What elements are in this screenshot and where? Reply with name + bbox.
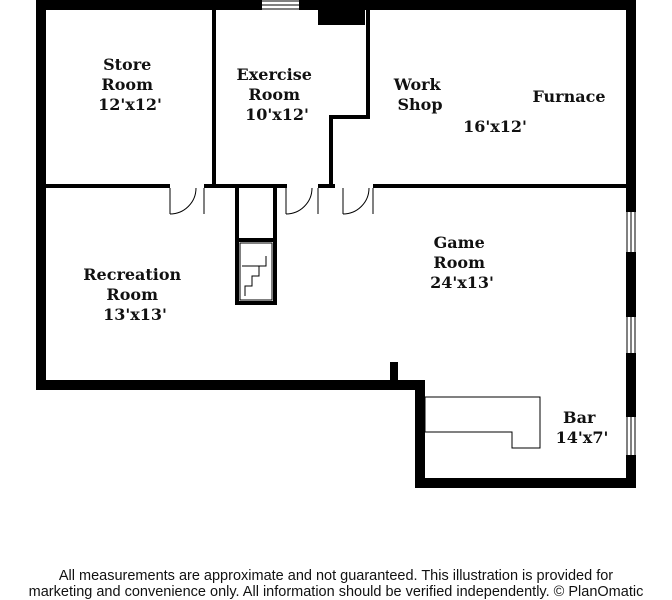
stairs — [239, 242, 273, 301]
interior-walls — [39, 6, 633, 305]
workshop-label: Work Shop — [393, 75, 446, 114]
disclaimer: All measurements are approximate and not… — [0, 568, 672, 600]
disclaimer-line-1: All measurements are approximate and not… — [58, 568, 614, 584]
recreation-room-label: Recreation Room 13'x13' — [83, 265, 187, 324]
top-window — [256, 0, 305, 10]
disclaimer-line-2: marketing and convenience only. All info… — [28, 584, 644, 600]
workshop-size-label: 16'x12' — [463, 117, 527, 136]
exercise-room-label: Exercise Room 10'x12' — [237, 65, 318, 124]
furnace-label: Furnace — [532, 87, 605, 106]
door-swings — [169, 187, 374, 215]
game-room-label: Game Room 24'x13' — [430, 233, 494, 292]
wall-stub — [390, 362, 398, 386]
bar-counter — [424, 396, 541, 449]
bar-label: Bar 14'x7' — [556, 408, 609, 447]
store-room-label: Store Room 12'x12' — [98, 55, 162, 114]
right-windows — [626, 206, 636, 461]
chimney-block — [318, 4, 365, 25]
